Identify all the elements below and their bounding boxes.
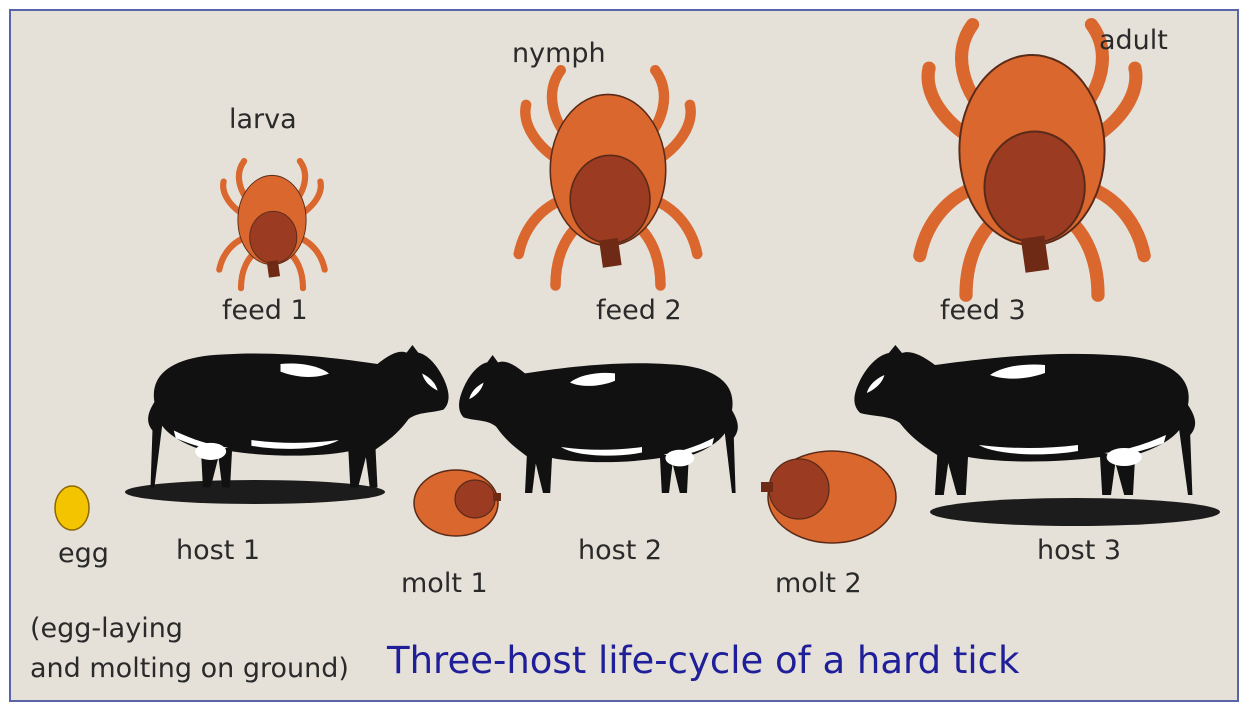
molt-2-label: molt 2 (775, 570, 862, 597)
egg-label: egg (58, 540, 109, 567)
feed-1-label: feed 1 (222, 297, 308, 324)
larva-tick-icon (219, 161, 324, 288)
feed-3-label: feed 3 (940, 297, 1026, 324)
diagram-title: Three-host life-cycle of a hard tick (387, 642, 1019, 679)
host-3-label: host 3 (1037, 537, 1121, 564)
molt-2-icon (761, 451, 896, 543)
cow-host-2-icon (459, 355, 738, 493)
molt-1-icon (414, 470, 501, 536)
feed-2-label: feed 2 (596, 297, 682, 324)
note-line-1: (egg-laying (30, 615, 183, 642)
egg-icon (55, 486, 89, 530)
host-2-label: host 2 (578, 537, 662, 564)
adult-tick-icon (920, 25, 1144, 296)
note-line-2: and molting on ground) (30, 655, 349, 682)
nymph-tick-icon (519, 70, 698, 285)
cow-host-1-icon (125, 345, 449, 504)
molt-1-label: molt 1 (401, 570, 488, 597)
cow-host-3-icon (854, 345, 1220, 526)
host-1-label: host 1 (176, 537, 260, 564)
adult-label: adult (1099, 27, 1168, 54)
nymph-label: nymph (512, 40, 606, 67)
larva-label: larva (229, 106, 297, 133)
